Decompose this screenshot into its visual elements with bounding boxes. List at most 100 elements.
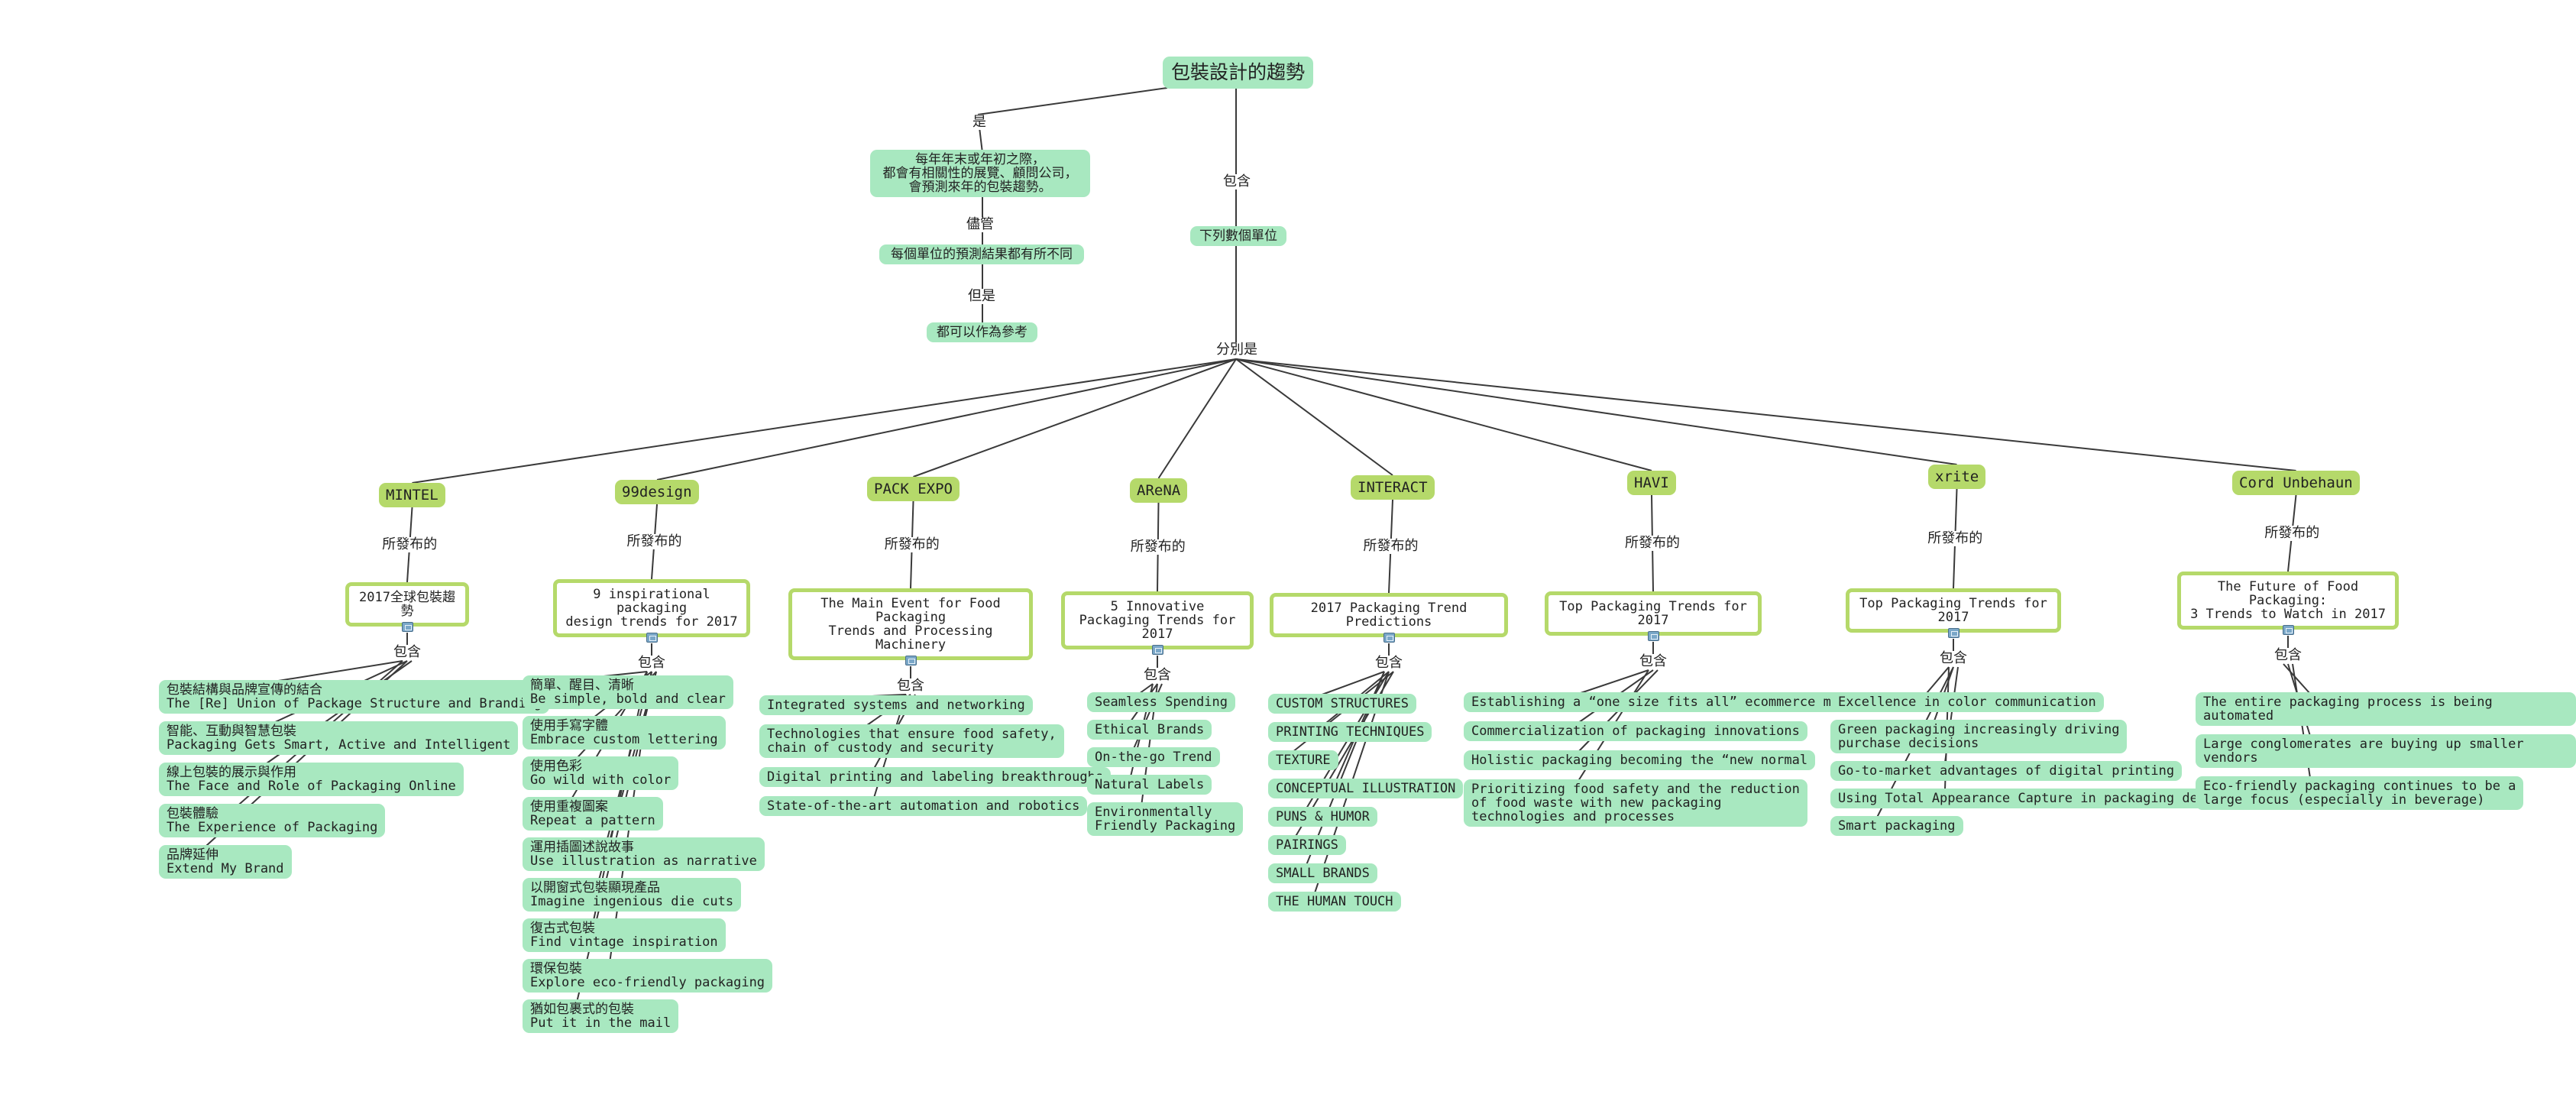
attachment-icon[interactable] [1383, 633, 1395, 643]
trend-item[interactable]: Large conglomerates are buying up smalle… [2196, 734, 2576, 768]
trend-item[interactable]: Seamless Spending [1087, 692, 1235, 712]
link-label-include: 包含 [1141, 668, 1173, 683]
trend-item[interactable]: Establishing a “one size fits all” ecomm… [1464, 692, 1870, 712]
trend-item[interactable]: On-the-go Trend [1087, 747, 1220, 767]
connector-line [656, 358, 1237, 481]
connector-line [1925, 666, 1950, 695]
document-node-havi[interactable]: Top Packaging Trends for 2017 [1545, 591, 1762, 636]
trend-item[interactable]: 環保包裝 Explore eco-friendly packaging [523, 959, 773, 993]
trend-item[interactable]: CONCEPTUAL ILLUSTRATION [1268, 779, 1464, 798]
publisher-node-xrite[interactable]: xrite [1928, 465, 1986, 489]
connector-line [1138, 683, 1154, 695]
intro-description-node[interactable]: 每年年末或年初之際， 都會有相關性的展覽、顧問公司， 會預測來年的包裝趨勢。 [870, 150, 1090, 197]
link-label-but: 但是 [966, 289, 998, 304]
link-label-published: 所發布的 [882, 537, 942, 552]
attachment-icon[interactable] [905, 656, 917, 665]
trend-item[interactable]: Commercialization of packaging innovatio… [1464, 721, 1807, 741]
link-label-is: 是 [970, 115, 989, 130]
trend-item[interactable]: TEXTURE [1268, 750, 1338, 770]
trend-item[interactable]: 以開窗式包裝顯現產品 Imagine ingenious die cuts [523, 878, 742, 912]
document-node-mintel[interactable]: 2017全球包裝趨勢 [345, 582, 469, 627]
connector-line [1235, 358, 1957, 465]
trend-item[interactable]: Digital printing and labeling breakthrou… [759, 767, 1112, 787]
trend-item[interactable]: PRINTING TECHNIQUES [1268, 722, 1432, 742]
connector-line [2283, 663, 2311, 695]
link-label-include: 包含 [1637, 654, 1669, 669]
document-node-interact[interactable]: 2017 Packaging Trend Predictions [1270, 593, 1508, 637]
trend-item[interactable]: Eco-friendly packaging continues to be a… [2196, 776, 2524, 810]
trend-item[interactable]: Integrated systems and networking [759, 695, 1033, 715]
trend-item[interactable]: Natural Labels [1087, 775, 1212, 795]
trend-item[interactable]: Holistic packaging becoming the “new nor… [1464, 750, 1816, 770]
trend-item[interactable]: 品牌延伸 Extend My Brand [159, 845, 292, 879]
attachment-icon[interactable] [402, 622, 413, 632]
attachment-icon[interactable] [1948, 628, 1960, 638]
root-topic[interactable]: 包裝設計的趨勢 [1163, 57, 1314, 89]
link-label-include: 包含 [636, 656, 668, 671]
trend-item[interactable]: PUNS & HUMOR [1268, 807, 1377, 827]
trend-item[interactable]: THE HUMAN TOUCH [1268, 892, 1401, 912]
document-node-arena[interactable]: 5 Innovative Packaging Trends for 2017 [1061, 591, 1254, 649]
trend-item[interactable]: 猶如包裹式的包裝 Put it in the mail [523, 999, 679, 1033]
trend-item[interactable]: SMALL BRANDS [1268, 863, 1377, 883]
connector-line [913, 358, 1237, 478]
publisher-node-mintel[interactable]: MINTEL [379, 483, 445, 507]
trend-item[interactable]: 使用色彩 Go wild with color [523, 756, 679, 790]
trend-item[interactable]: PAIRINGS [1268, 835, 1346, 855]
publisher-node-pack-expo[interactable]: PACK EXPO [867, 477, 960, 501]
trend-item[interactable]: Technologies that ensure food safety, ch… [759, 724, 1064, 758]
trend-item[interactable]: 智能、互動與智慧包裝 Packaging Gets Smart, Active … [159, 721, 519, 755]
link-label-respectively: 分別是 [1214, 342, 1260, 358]
connector-line [977, 87, 1168, 115]
link-label-include: 包含 [391, 645, 423, 660]
trend-item[interactable]: 簡單、醒目、清晰 Be simple, bold and clear [523, 675, 733, 709]
trend-item[interactable]: 復古式包裝 Find vintage inspiration [523, 918, 726, 952]
trend-item[interactable]: Smart packaging [1830, 816, 1963, 836]
link-label-published: 所發布的 [1361, 539, 1421, 554]
trend-item[interactable]: Prioritizing food safety and the reducti… [1464, 779, 1807, 827]
connector-line [1235, 358, 1652, 471]
link-label-published: 所發布的 [380, 537, 440, 552]
connector-line [412, 358, 1237, 484]
attachment-icon[interactable] [2283, 625, 2294, 635]
reference-node[interactable]: 都可以作為參考 [927, 322, 1037, 342]
publisher-node-99design[interactable]: 99design [615, 480, 699, 504]
trend-item[interactable]: Using Total Appearance Capture in packag… [1830, 789, 2237, 808]
trend-item[interactable]: Ethical Brands [1087, 720, 1212, 740]
connector-line [1319, 671, 1385, 696]
trend-item[interactable]: State-of-the-art automation and robotics [759, 796, 1088, 816]
publisher-node-arena[interactable]: AReNA [1130, 478, 1188, 503]
link-label-published: 所發布的 [1623, 536, 1682, 551]
trend-item[interactable]: 運用插圖述說故事 Use illustration as narrative [523, 837, 765, 871]
link-label-although: 儘管 [964, 217, 996, 232]
document-node-xrite[interactable]: Top Packaging Trends for 2017 [1846, 588, 2061, 633]
link-label-published: 所發布的 [2262, 526, 2322, 541]
trend-item[interactable]: 線上包裝的展示與作用 The Face and Role of Packagin… [159, 763, 464, 796]
document-node-cord-unbehaun[interactable]: The Future of Food Packaging: 3 Trends t… [2177, 572, 2399, 630]
trend-item[interactable]: CUSTOM STRUCTURES [1268, 694, 1416, 714]
publisher-node-havi[interactable]: HAVI [1627, 471, 1676, 495]
trend-item[interactable]: The entire packaging process is being au… [2196, 692, 2576, 726]
units-node[interactable]: 下列數個單位 [1190, 226, 1286, 246]
publisher-node-cord-unbehaun[interactable]: Cord Unbehaun [2232, 471, 2360, 495]
attachment-icon[interactable] [646, 633, 658, 643]
attachment-icon[interactable] [1152, 645, 1163, 655]
trend-item[interactable]: 使用手寫字體 Embrace custom lettering [523, 716, 726, 750]
publisher-node-interact[interactable]: INTERACT [1351, 475, 1435, 500]
document-node-99design[interactable]: 9 inspirational packaging design trends … [553, 579, 750, 637]
trend-item[interactable]: Green packaging increasingly driving pur… [1830, 720, 2128, 753]
attachment-icon[interactable] [1648, 631, 1659, 641]
connector-line [1578, 669, 1649, 695]
connector-line [1235, 358, 1393, 476]
connector-line [1235, 358, 2296, 471]
trend-item[interactable]: Excellence in color communication [1830, 692, 2104, 712]
trend-item[interactable]: Go-to-market advantages of digital print… [1830, 761, 2183, 781]
prediction-diff-node[interactable]: 每個單位的預測結果都有所不同 [879, 244, 1084, 264]
trend-item[interactable]: Environmentally Friendly Packaging [1087, 802, 1244, 836]
trend-item[interactable]: 包裝體驗 The Experience of Packaging [159, 804, 386, 837]
document-node-pack-expo[interactable]: The Main Event for Food Packaging Trends… [788, 588, 1033, 660]
trend-item[interactable]: 使用重複圖案 Repeat a pattern [523, 797, 663, 831]
trend-item[interactable]: 包裝結構與品牌宣傳的結合 The [Re] Union of Package S… [159, 680, 550, 714]
